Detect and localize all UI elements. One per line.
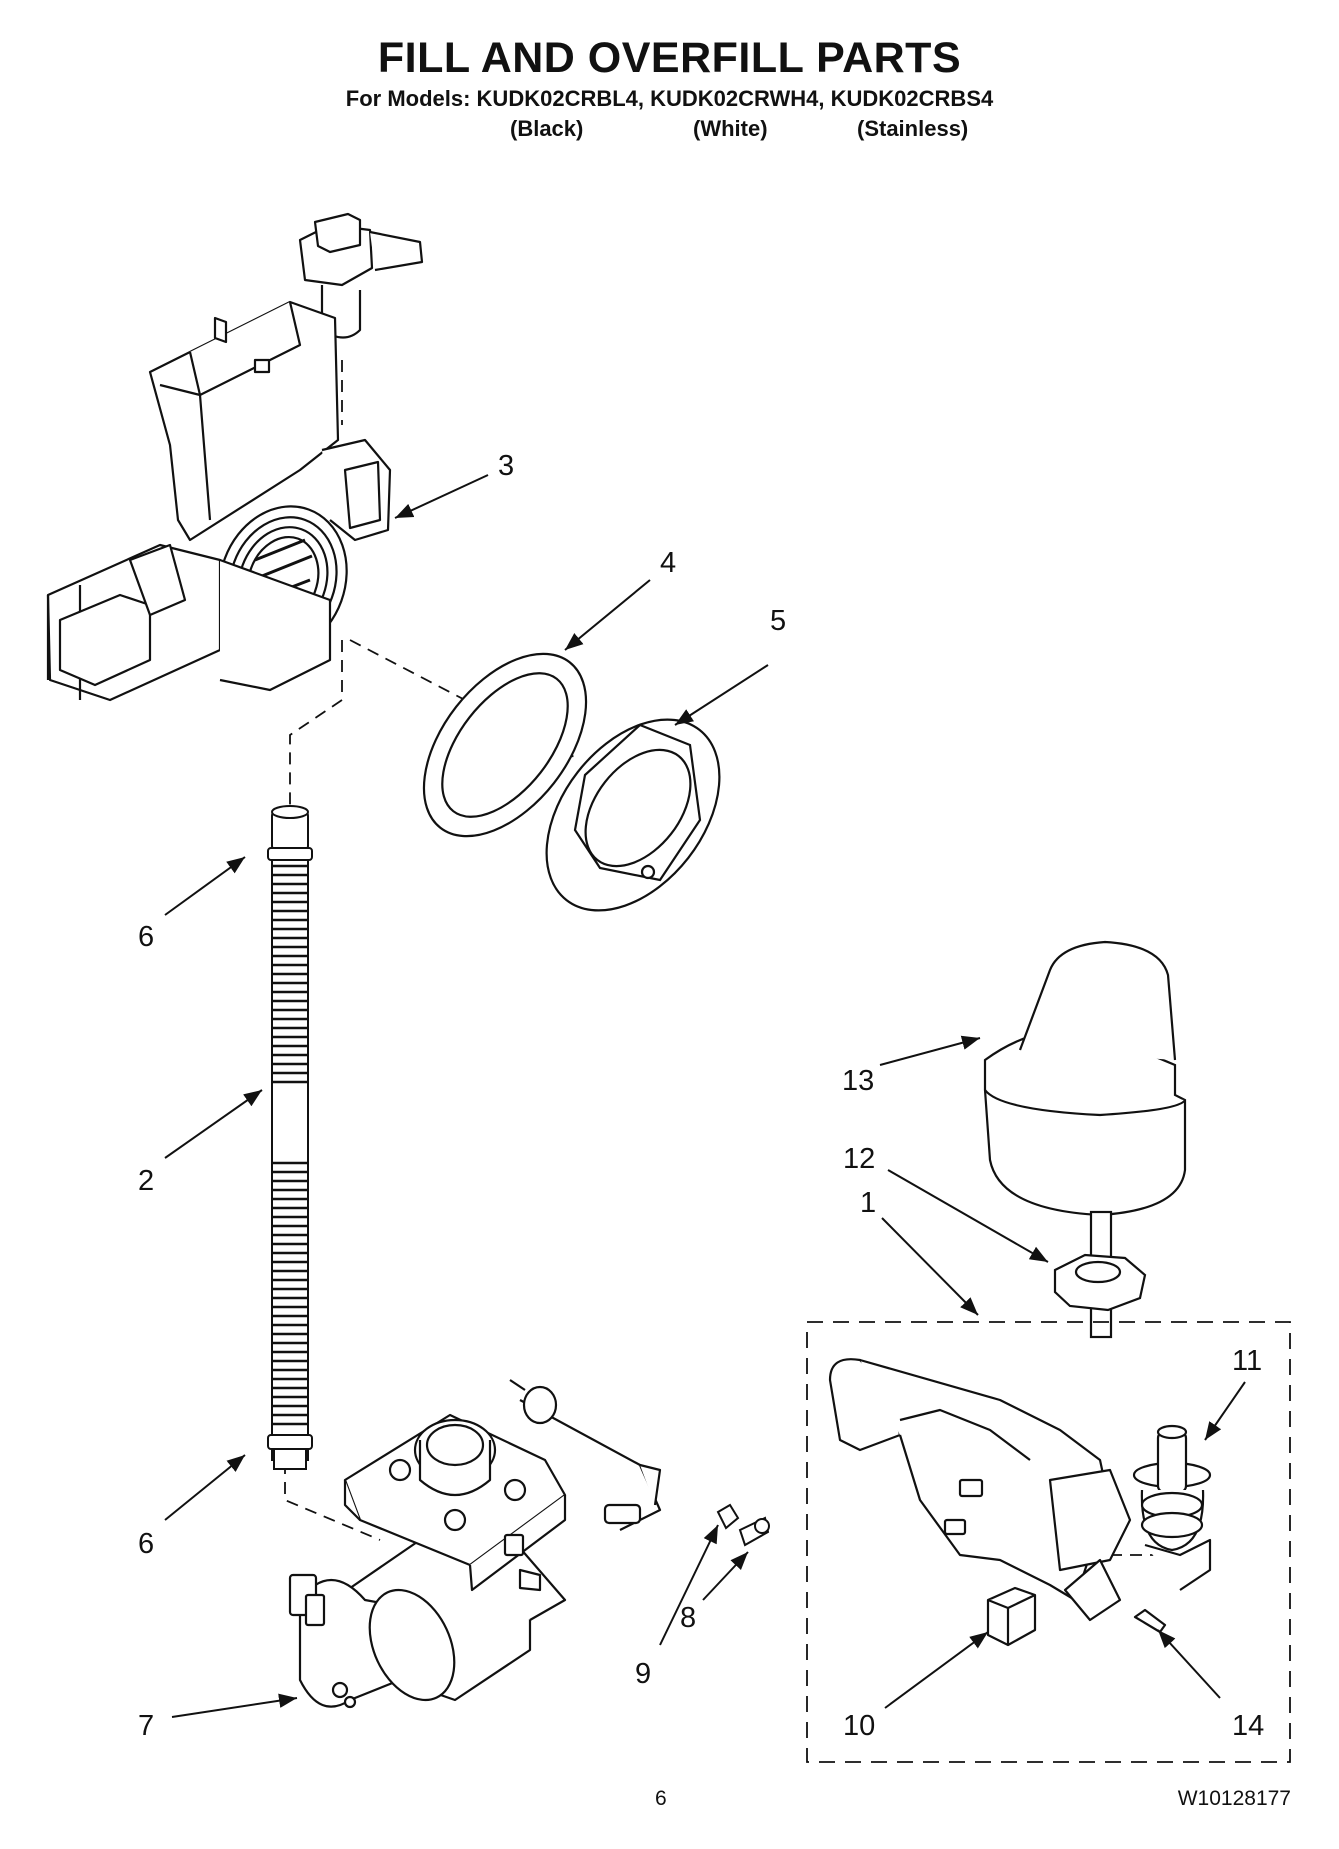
callout-5: 5 [770,605,786,637]
variant-white: (White) [693,116,768,141]
callout-6-upper: 6 [138,921,154,953]
callout-11: 11 [1232,1345,1262,1377]
nut-part [1053,1253,1147,1312]
callout-2: 2 [138,1165,154,1197]
callout-14: 14 [1232,1710,1264,1742]
water-valve-part [288,1379,662,1709]
callout-13: 13 [842,1065,874,1097]
callout-12: 12 [843,1143,875,1175]
fill-funnel-part [46,212,424,702]
callout-1: 1 [860,1187,876,1219]
callout-9: 9 [635,1658,651,1690]
float-switch-assembly [828,1358,1212,1647]
callout-6-lower: 6 [138,1528,154,1560]
callout-4: 4 [660,547,676,579]
hex-nut-part [545,718,721,912]
hose-ribs [272,864,308,1426]
callout-3: 3 [498,450,514,482]
screw-and-clip-parts [716,1503,770,1547]
alignment-dashes [284,360,1175,1556]
page-number: 6 [655,1787,667,1810]
model-variants: (Black) (White) (Stainless) [0,116,1339,146]
leader-arrows [164,474,1246,1718]
page-header: FILL AND OVERFILL PARTS For Models: KUDK… [0,30,1339,112]
variant-stainless: (Stainless) [857,116,969,141]
variant-black: (Black) [510,116,584,141]
assembly-box [806,1321,1291,1763]
callout-7: 7 [138,1710,154,1742]
callout-numbers: 3 4 5 6 2 6 7 9 8 13 12 1 11 10 14 [138,450,1264,1742]
callout-10: 10 [843,1710,875,1742]
document-number: W10128177 [1177,1787,1291,1810]
float-part [983,940,1187,1339]
gasket-part [422,652,588,838]
callout-8: 8 [680,1602,696,1634]
models-line: For Models: KUDK02CRBL4, KUDK02CRWH4, KU… [345,86,994,111]
page-title: FILL AND OVERFILL PARTS [377,34,962,82]
